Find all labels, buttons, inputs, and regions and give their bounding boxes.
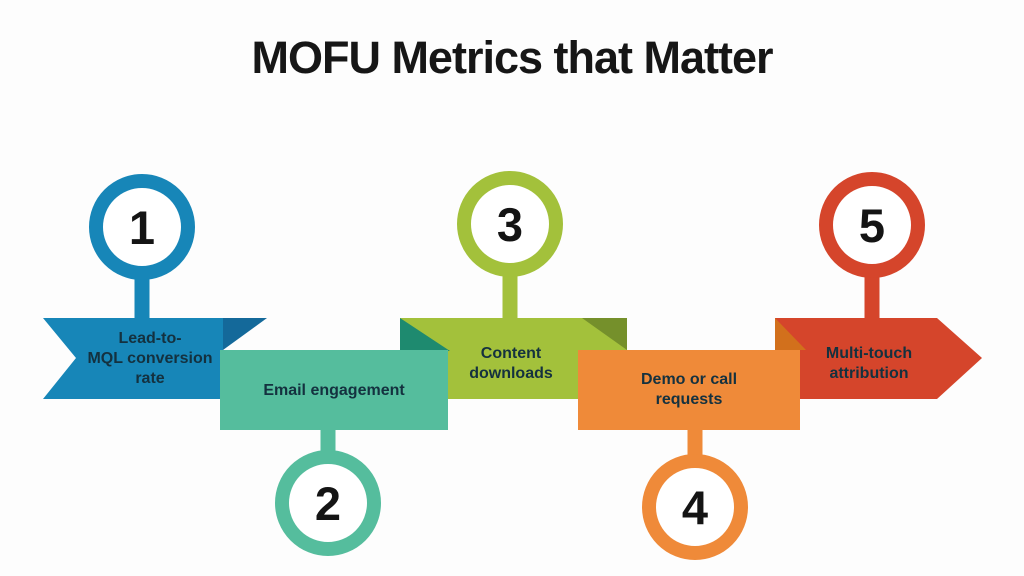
circle-2-ring — [275, 450, 381, 556]
banner-1-label: Lead-to- MQL conversion rate — [87, 330, 213, 387]
stem-5 — [864, 268, 880, 320]
banner-3-left-fold — [400, 318, 450, 351]
step-number-2: 2 — [314, 476, 342, 530]
banner-3-right-fold — [582, 318, 627, 350]
circle-4-ring — [642, 454, 748, 560]
stem-1 — [134, 268, 150, 320]
stem-4 — [687, 428, 703, 458]
box-2-rect — [220, 350, 448, 430]
banner-5-fold — [775, 318, 806, 350]
banner-5-arrow — [775, 318, 982, 399]
box-2-label: Email engagement — [263, 382, 405, 399]
banner-1-ribbon — [43, 318, 223, 399]
step-number-1: 1 — [128, 200, 156, 254]
box-4-rect — [578, 350, 800, 430]
step-number-5: 5 — [858, 198, 886, 252]
stem-3 — [502, 268, 518, 320]
banner-3-label: Content downloads — [469, 345, 553, 382]
step-number-4: 4 — [681, 480, 709, 534]
box-4-label: Demo or call requests — [640, 371, 738, 408]
page-title: MOFU Metrics that Matter — [251, 32, 773, 83]
step-number-3: 3 — [496, 197, 524, 251]
circle-5-ring — [819, 172, 925, 278]
banner-5-label: Multi-touch attribution — [825, 345, 913, 382]
circle-3-ring — [457, 171, 563, 277]
banner-1-fold — [223, 318, 267, 350]
circle-1-ring — [89, 174, 195, 280]
